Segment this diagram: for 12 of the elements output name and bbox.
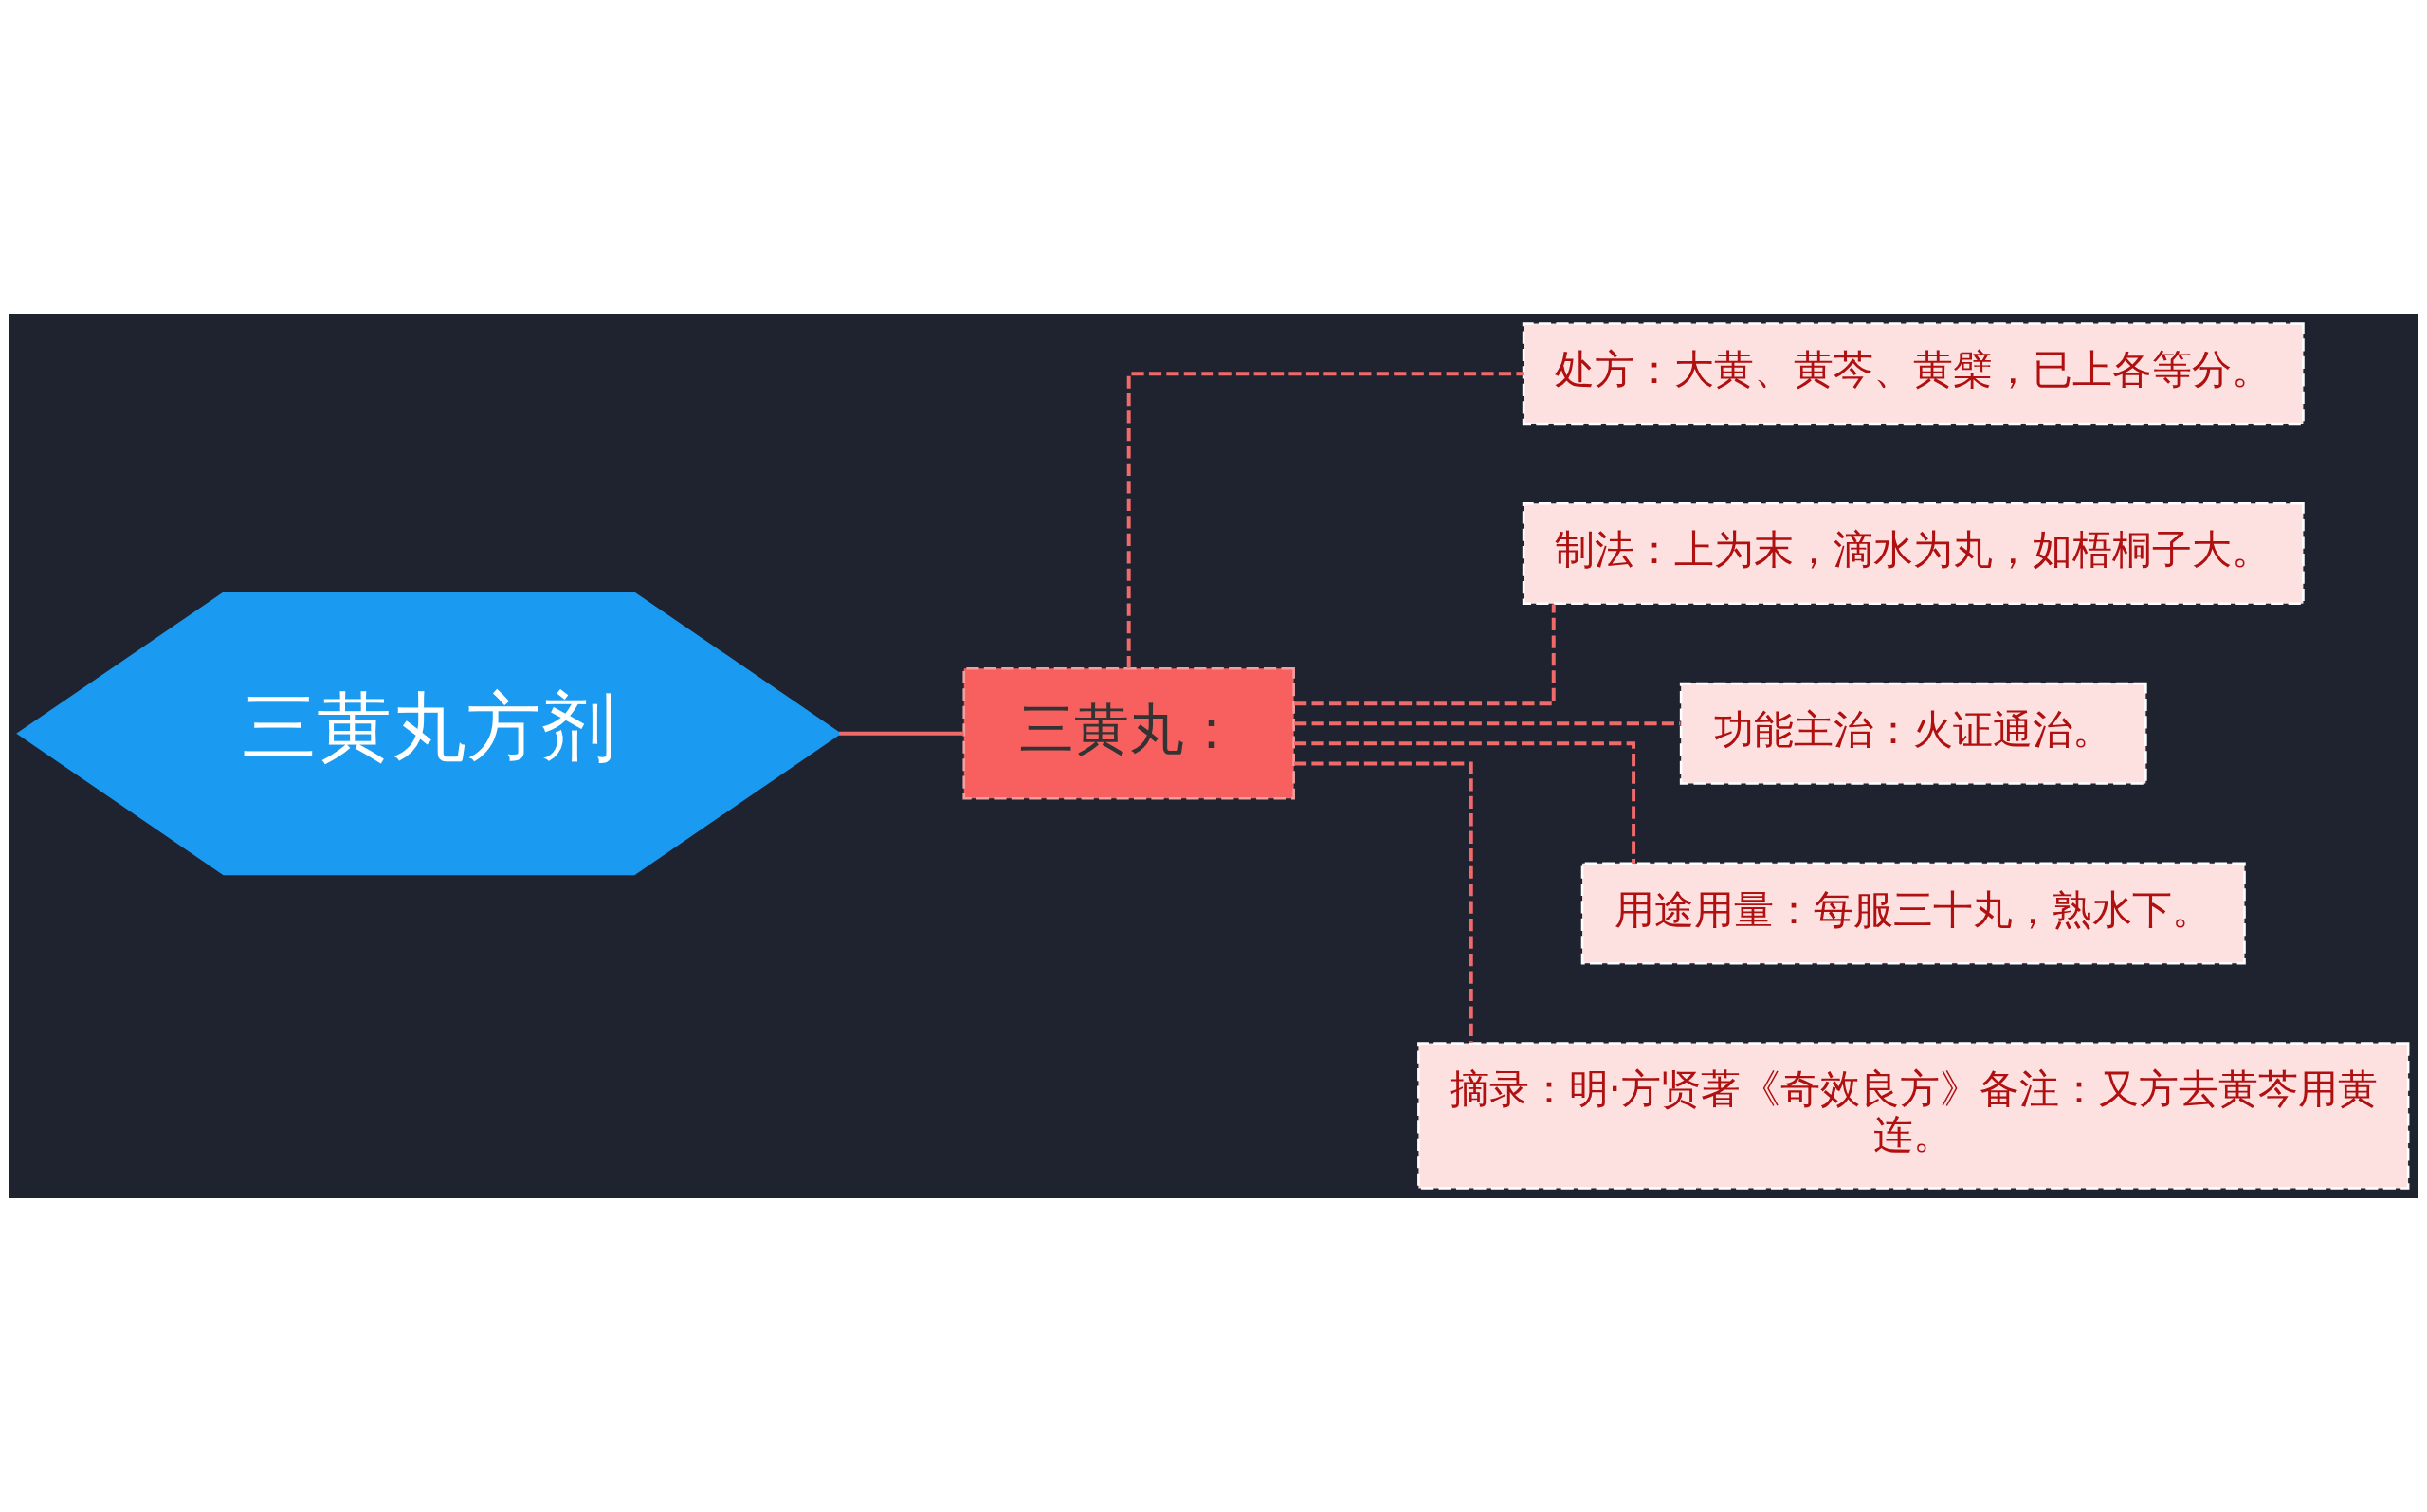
node-box: 三黄丸：	[962, 666, 1295, 800]
connector	[1294, 741, 1636, 864]
node-box: 处方：大黄、黄芩、黄檗，已上各等分。	[1522, 322, 2305, 426]
node-box: 功能主治：火证通治。	[1679, 682, 2147, 785]
connector	[1126, 372, 1524, 669]
node-box: 摘录：明·方贤著《奇效良方》备注：又方去黄芩用黄连。	[1417, 1042, 2410, 1190]
connector	[839, 731, 964, 736]
node-box: 制法：上为末，滴水为丸，如梧桐子大。	[1522, 502, 2305, 606]
connector	[1294, 721, 1681, 726]
connector	[1294, 604, 1556, 706]
node-box: 用途用量：每服三十丸，熟水下。	[1580, 862, 2246, 965]
connector	[1293, 761, 1473, 1043]
